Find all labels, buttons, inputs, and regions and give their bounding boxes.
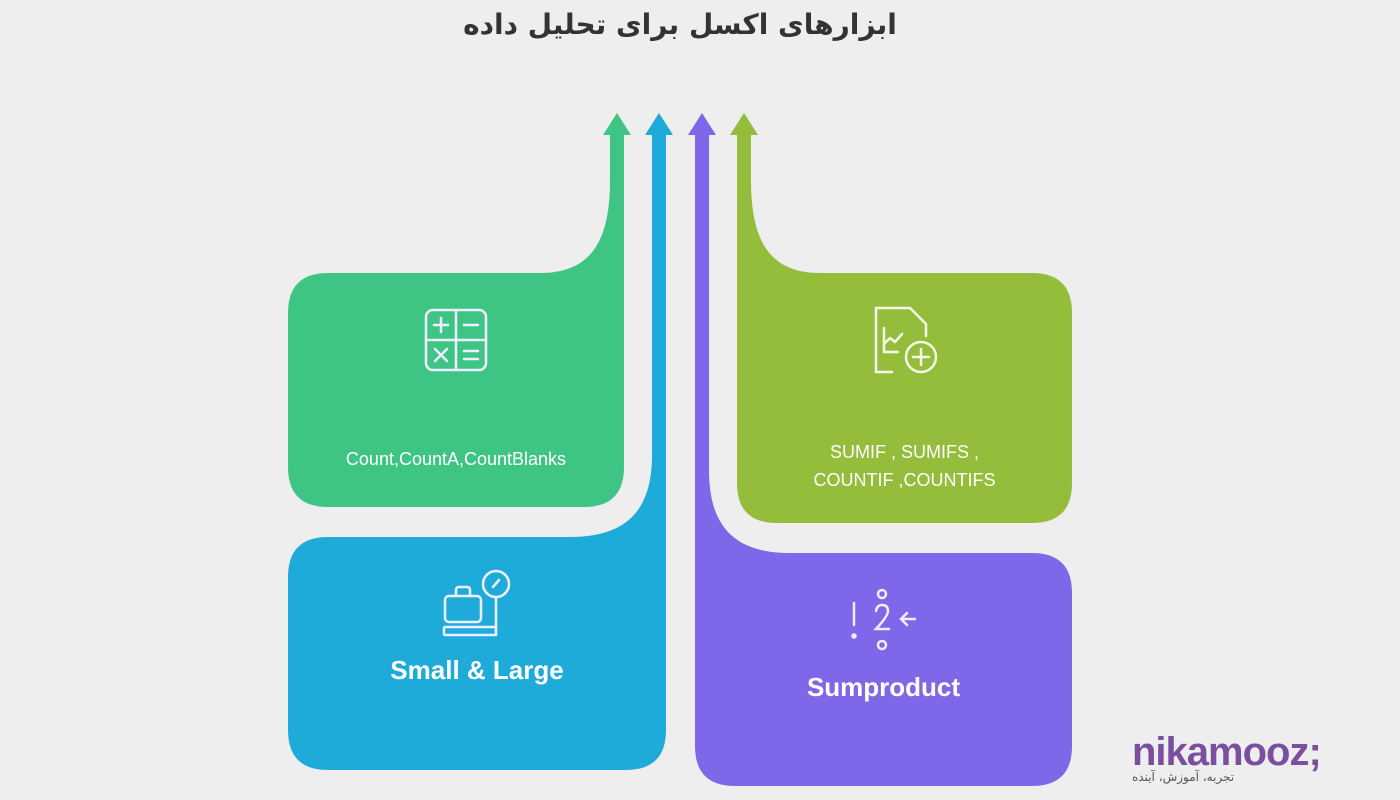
calculator-icon: [424, 308, 488, 372]
blue-arrow-head: [645, 113, 673, 135]
green-arrow-head: [603, 113, 631, 135]
logo-tagline: تجربه، آموزش، آینده: [1132, 770, 1235, 784]
card-count-label: Count,CountA,CountBlanks: [345, 449, 567, 469]
card-sumif-line1: SUMIF , SUMIFS ,: [829, 442, 979, 462]
nikamooz-logo: nikamooz; تجربه، آموزش، آینده: [1132, 730, 1352, 784]
logo-name: nikamooz;: [1132, 730, 1322, 774]
purple-arrow-card: [688, 113, 1072, 786]
card-small-large-label: Small & Large: [390, 655, 564, 685]
card-sumproduct-label: Sumproduct: [806, 672, 961, 702]
diagram-title: ابزارهای اکسل برای تحلیل داده: [463, 8, 897, 41]
blue-arrow-card: [288, 113, 673, 770]
purple-card-shape: [695, 134, 1072, 786]
luggage-scale-icon: [442, 569, 511, 637]
blue-card-shape: [288, 134, 666, 770]
chart-document-add-icon: [874, 306, 938, 374]
olive-arrow-head: [730, 113, 758, 135]
number-sequence-icon: [851, 588, 917, 651]
card-sumif-label: SUMIF , SUMIFS , COUNTIF ,COUNTIFS: [737, 438, 1072, 494]
olive-card-shape: [737, 134, 1072, 523]
purple-arrow-head: [688, 113, 716, 135]
olive-arrow-card: [730, 113, 1072, 523]
card-sumif-line2: COUNTIF ,COUNTIFS: [813, 470, 996, 490]
